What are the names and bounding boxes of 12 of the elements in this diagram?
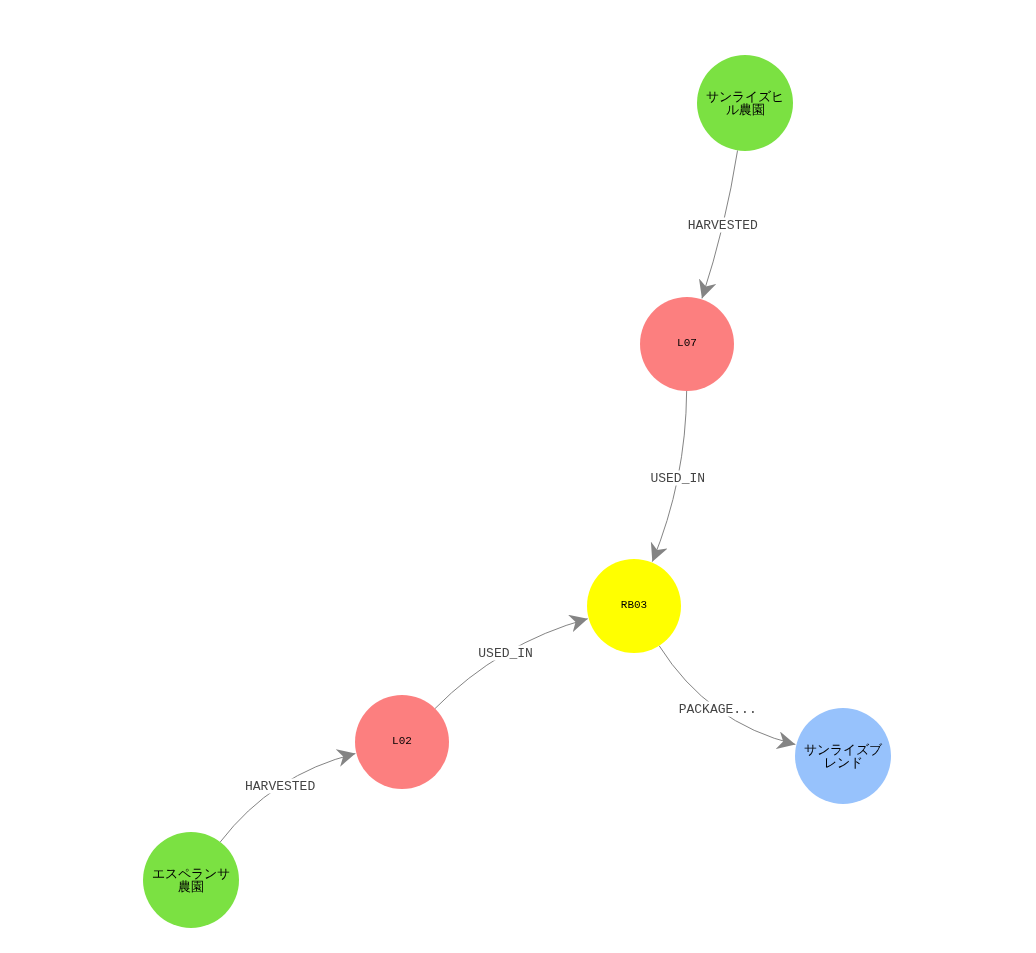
edge-label: USED_IN: [477, 645, 534, 661]
node-label: エスペランサ農園: [152, 866, 230, 894]
edge-label: USED_IN: [649, 470, 707, 486]
arrow: [698, 149, 739, 299]
edge-label: HARVESTED: [686, 217, 759, 233]
node-label: L02: [392, 736, 412, 748]
node-label: L07: [677, 338, 697, 350]
node-label: サンライズヒル農園: [706, 89, 784, 117]
arrow: [650, 390, 688, 563]
node-label: サンライズブレンド: [804, 742, 882, 770]
edge-label: HARVESTED: [244, 778, 317, 794]
node-label: RB03: [620, 600, 648, 612]
